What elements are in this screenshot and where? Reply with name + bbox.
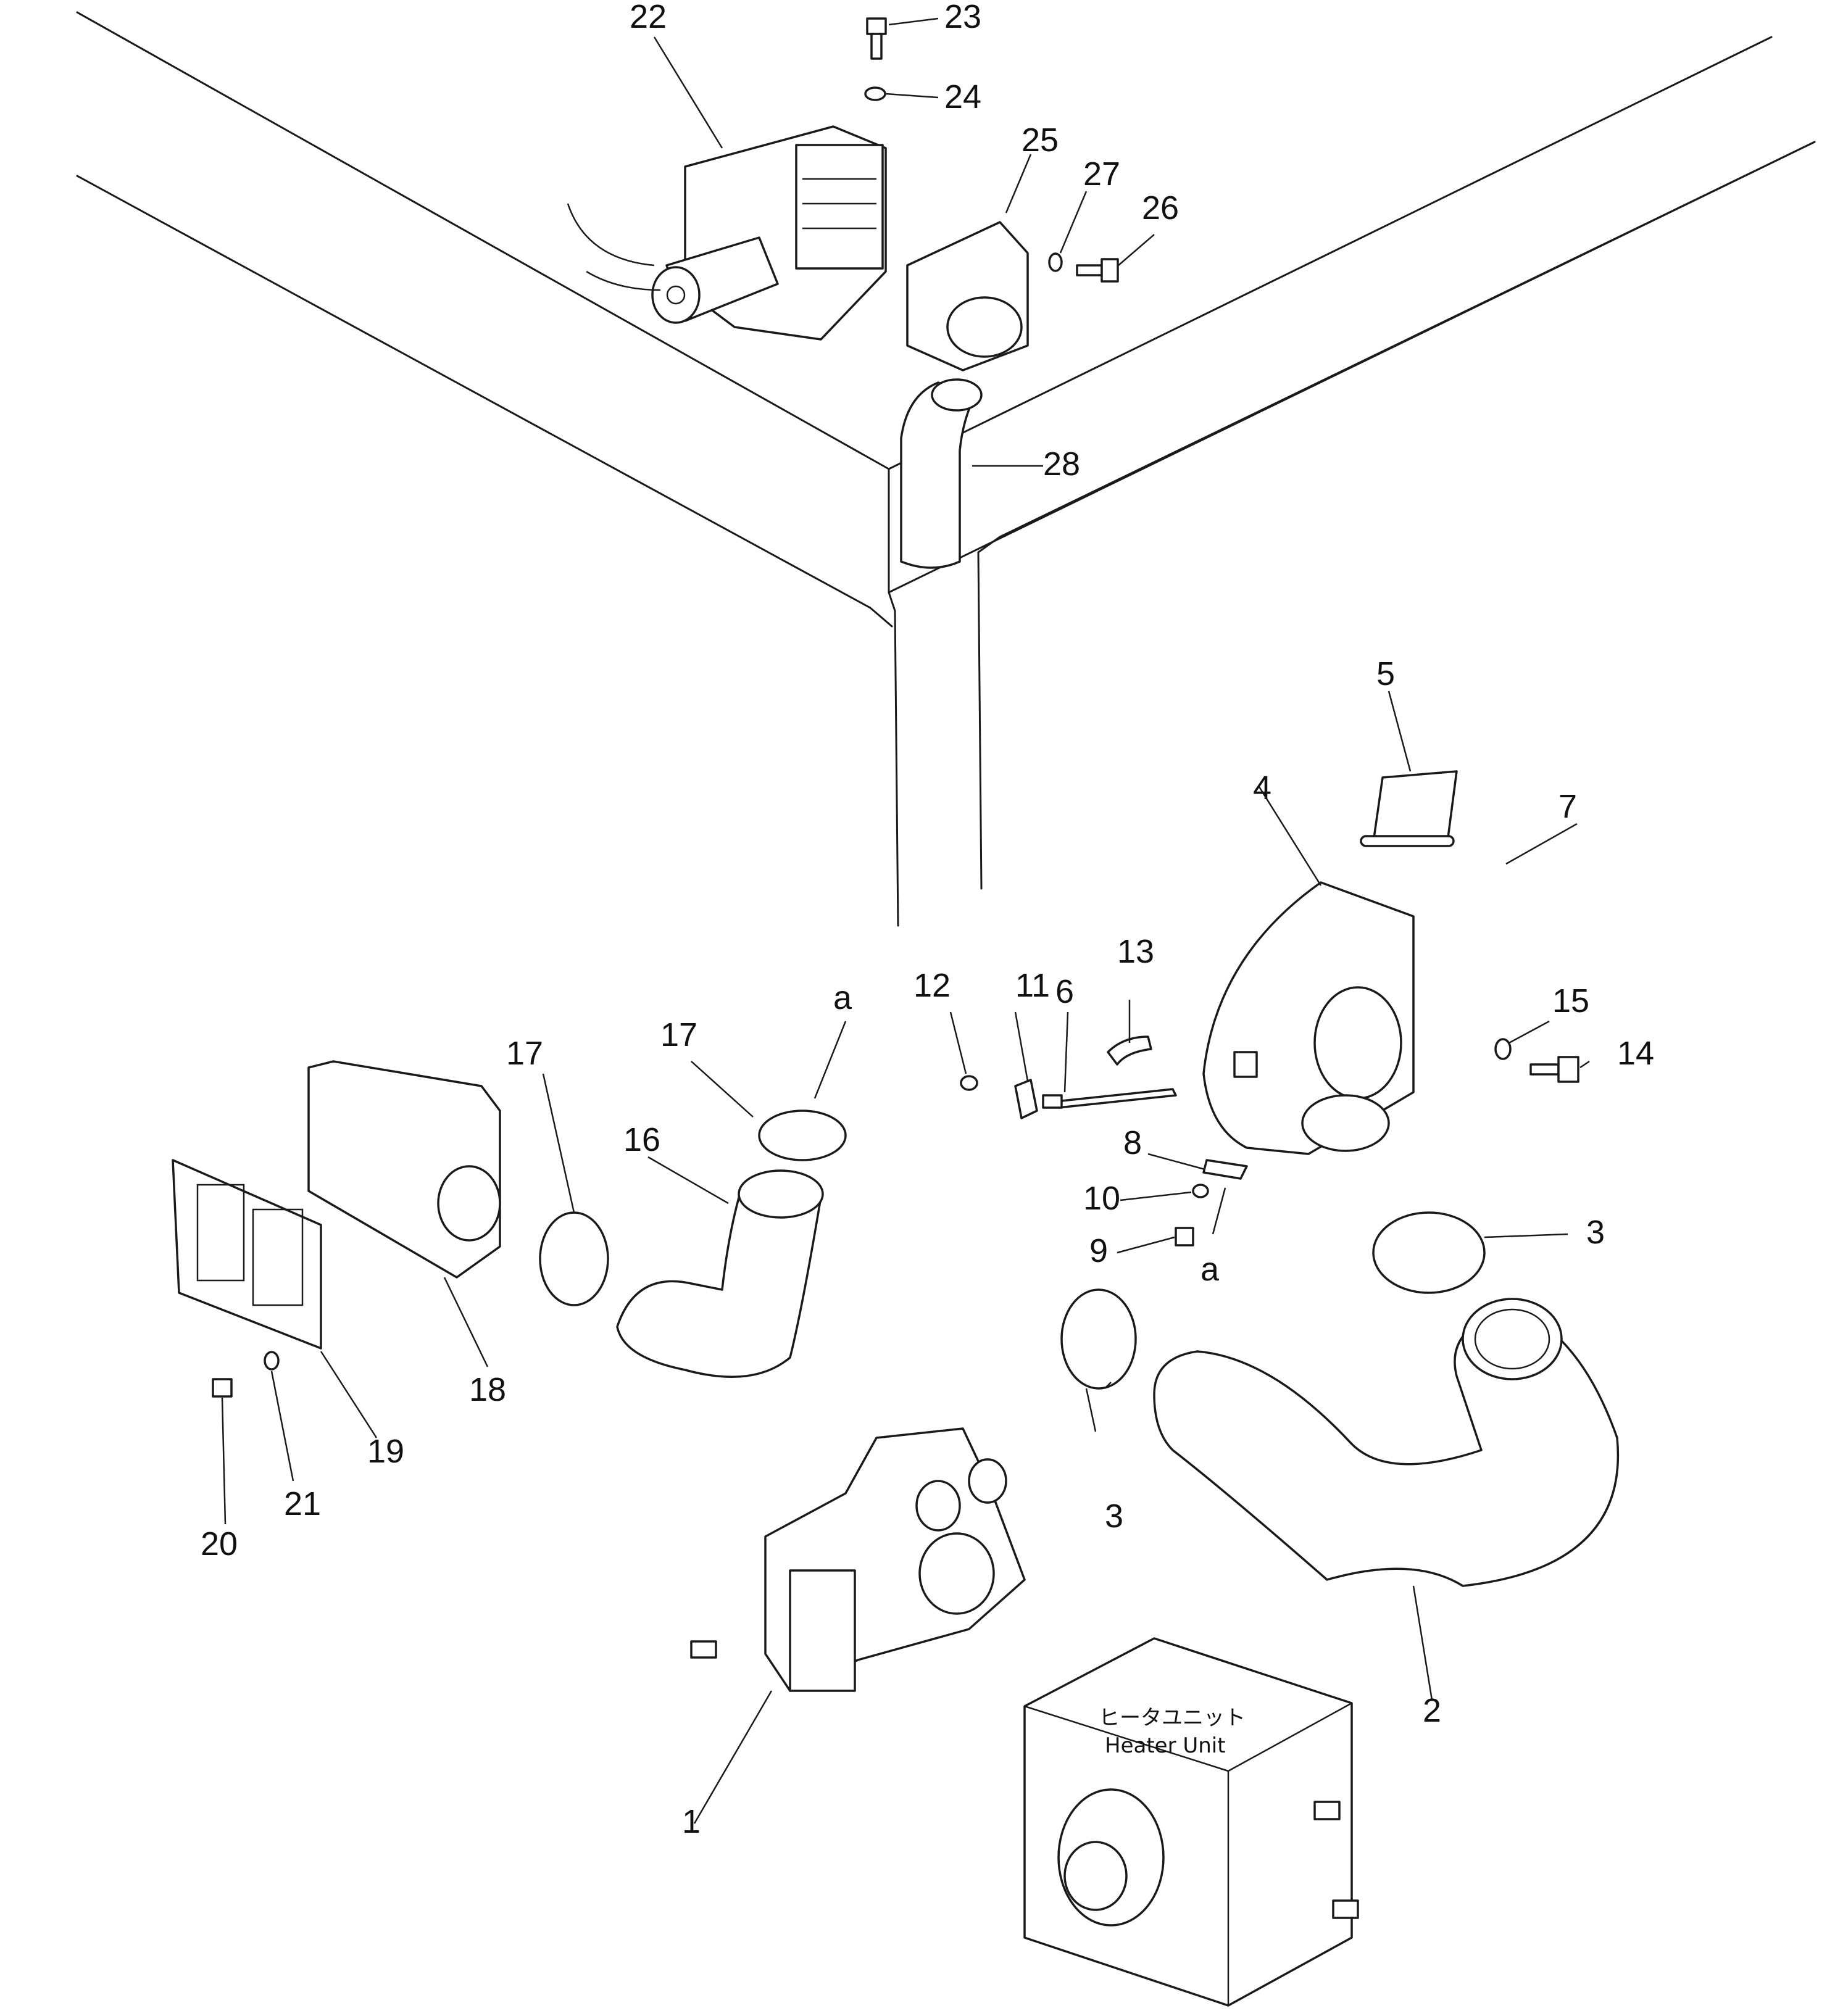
damper-plate [1360,770,1458,847]
heater-label-en: Heater Unit [1105,1733,1226,1758]
callout-a-bottom: a [1200,1251,1220,1288]
callout-labels: 1 2 3 3 4 5 6 7 8 9 10 11 12 13 14 15 16… [201,0,1654,1840]
callout-28: 28 [1043,446,1080,483]
bracket-fasteners [1175,1159,1248,1247]
callout-27: 27 [1083,156,1120,193]
fasteners-top [864,17,1119,283]
callout-15: 15 [1552,982,1589,1019]
blower-motor [567,125,887,341]
callout-13: 13 [1117,933,1154,970]
flex-hose [539,1110,847,1378]
heater-label-jp: ヒータユニット [1099,1706,1246,1730]
callout-12: 12 [913,967,951,1004]
callout-17-right: 17 [660,1016,697,1053]
callout-20: 20 [201,1525,238,1562]
duct-elbow [900,378,983,569]
callout-1: 1 [682,1803,701,1840]
callout-5: 5 [1376,655,1395,692]
callout-6: 6 [1055,973,1074,1010]
callout-10: 10 [1083,1180,1120,1217]
air-register [172,1060,501,1350]
bolt-washer-right [1494,1038,1579,1083]
callout-14: 14 [1617,1035,1654,1072]
callout-8: 8 [1123,1124,1142,1161]
cab-outline [76,11,1816,927]
register-fasteners [212,1351,280,1398]
hose-clamps [1060,1211,1486,1390]
fan-housing [1202,881,1415,1155]
callout-4: 4 [1253,769,1271,807]
damper-linkage [960,1035,1177,1119]
heater-unit: ヒータユニット Heater Unit [1023,1637,1359,2007]
callout-25: 25 [1022,122,1059,159]
callout-19: 19 [367,1433,404,1470]
callout-21: 21 [284,1485,321,1522]
duct-adapter [906,221,1029,371]
leader-lines [221,17,1590,1824]
main-duct [1153,1298,1619,1587]
callout-24: 24 [944,78,981,115]
distribution-box [690,1427,1026,1692]
callout-17-left: 17 [506,1035,543,1072]
callout-7: 7 [1558,788,1577,825]
callout-9: 9 [1089,1232,1108,1269]
callout-26: 26 [1142,189,1179,226]
callout-16: 16 [623,1121,660,1158]
callout-a-top: a [833,979,852,1016]
callout-23: 23 [944,0,981,35]
callout-3-lower: 3 [1105,1498,1123,1535]
callout-22: 22 [630,0,667,35]
callout-18: 18 [469,1371,506,1408]
callout-2: 2 [1423,1692,1441,1729]
callout-11: 11 [1015,967,1050,1004]
callout-3-right: 3 [1586,1214,1605,1251]
